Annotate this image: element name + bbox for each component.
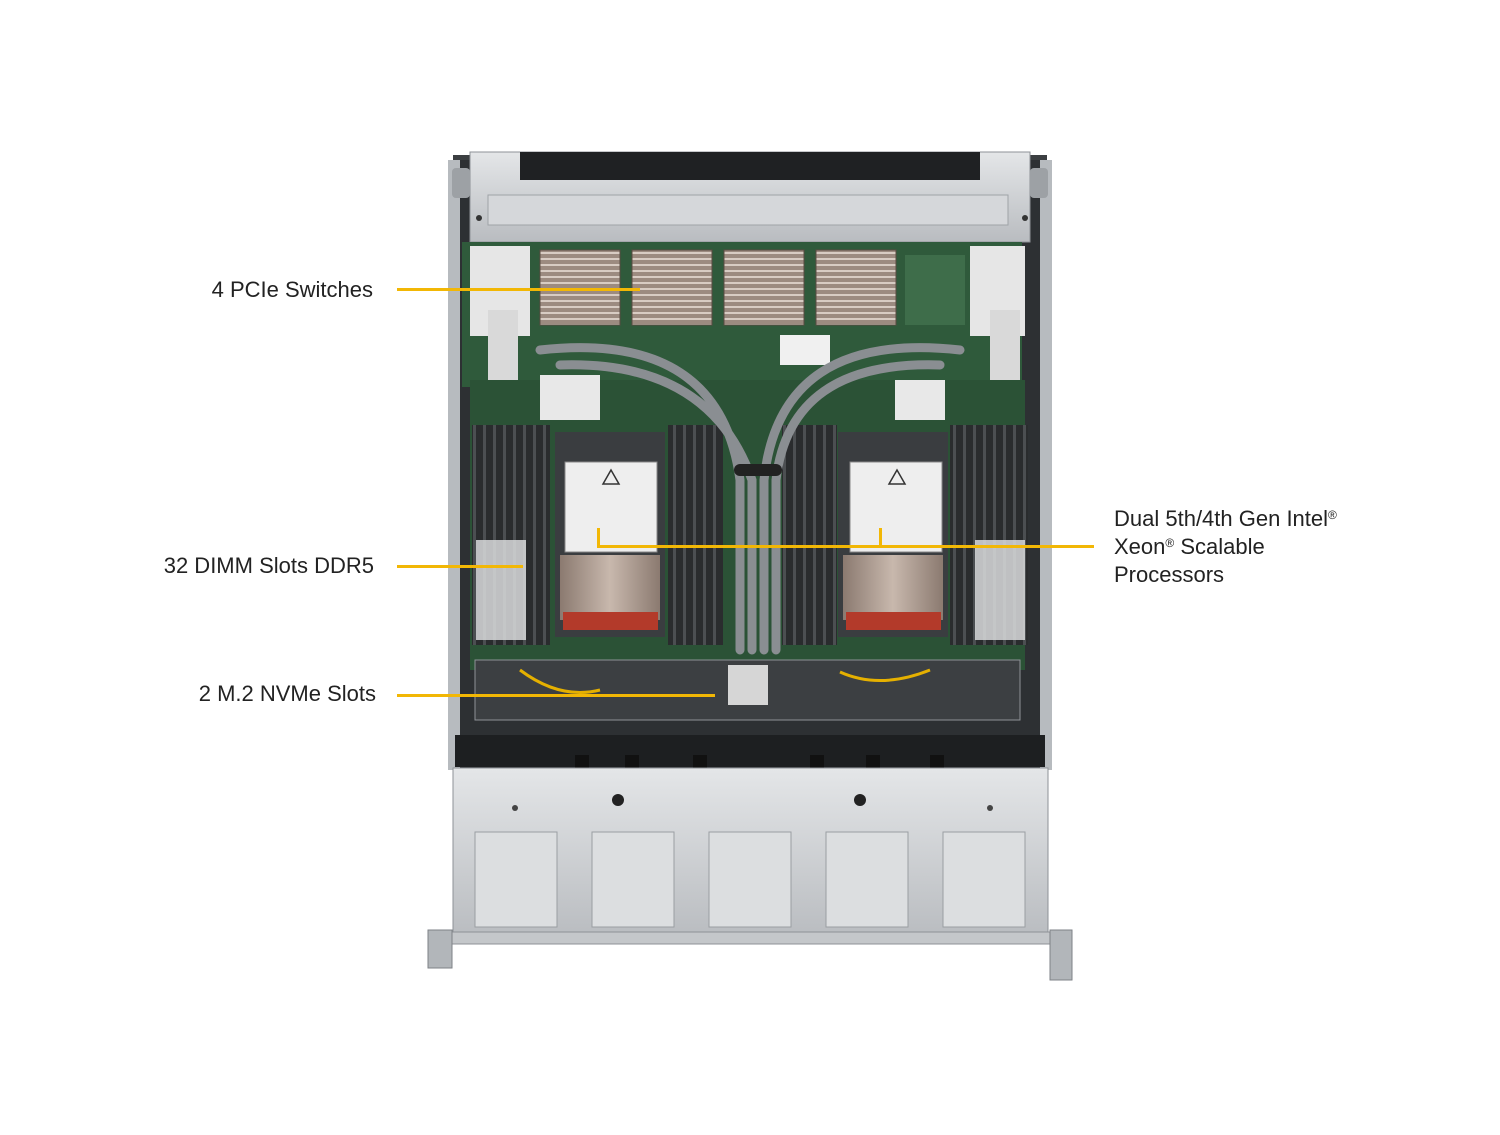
callout-cpu-line1: Dual 5th/4th Gen Intel® <box>1114 506 1337 531</box>
leader-line-cpu <box>597 545 1094 548</box>
fan-row <box>455 735 1045 771</box>
leader-tick-cpu-right <box>879 528 882 548</box>
m2-area <box>474 659 1021 721</box>
leader-line-m2 <box>397 694 715 697</box>
rear-bracket <box>452 151 1048 243</box>
leader-line-pcie <box>397 288 640 291</box>
cable-bundle <box>535 343 965 655</box>
callout-m2-slots: 2 M.2 NVMe Slots <box>198 681 376 706</box>
front-drive-bay <box>427 767 1073 981</box>
leader-line-dimm <box>397 565 523 568</box>
callout-pcie-switches: 4 PCIe Switches <box>211 277 373 302</box>
callout-cpu: Dual 5th/4th Gen Intel® Xeon® Scalable P… <box>1114 505 1337 589</box>
callout-cpu-line2: Xeon® Scalable <box>1114 534 1265 559</box>
leader-tick-cpu-left <box>597 528 600 548</box>
dimm-banks <box>472 425 1028 645</box>
cpu-sockets <box>555 432 948 637</box>
callout-cpu-line3: Processors <box>1114 562 1225 587</box>
callout-dimm-slots: 32 DIMM Slots DDR5 <box>163 553 374 578</box>
